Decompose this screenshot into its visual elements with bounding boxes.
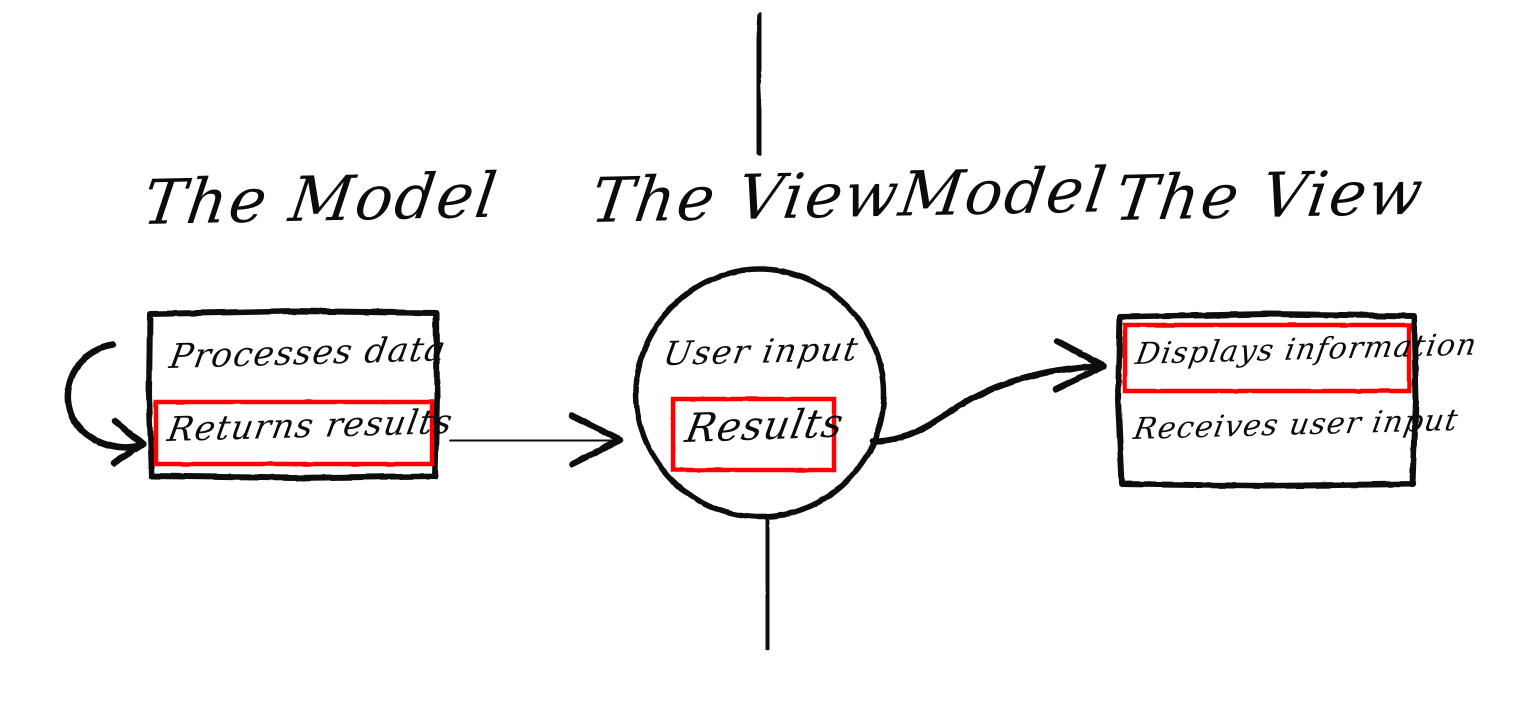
viewmodel-heading: The ViewModel (586, 153, 1113, 237)
viewmodel-line-results: Results (681, 400, 848, 452)
viewmodel-top-stem (753, 12, 765, 156)
model-highlight-box (153, 399, 435, 467)
model-line-processes-data: Processes data (166, 329, 450, 377)
viewmodel-to-view-arrow (869, 337, 1108, 445)
model-box-outline (146, 308, 440, 481)
model-line-returns-results: Returns results (164, 402, 457, 450)
viewmodel-highlight-box (670, 396, 837, 473)
view-box-outline (1115, 311, 1419, 489)
viewmodel-line-user-input: User input (660, 329, 863, 373)
model-heading: The Model (138, 158, 503, 239)
view-highlight-box (1122, 322, 1412, 394)
view-heading: The View (1110, 155, 1429, 235)
viewmodel-circle-outline (633, 266, 887, 520)
model-to-viewmodel-arrow (448, 412, 624, 468)
model-self-loop-arrow (64, 341, 147, 467)
viewmodel-bottom-stem (762, 515, 773, 650)
